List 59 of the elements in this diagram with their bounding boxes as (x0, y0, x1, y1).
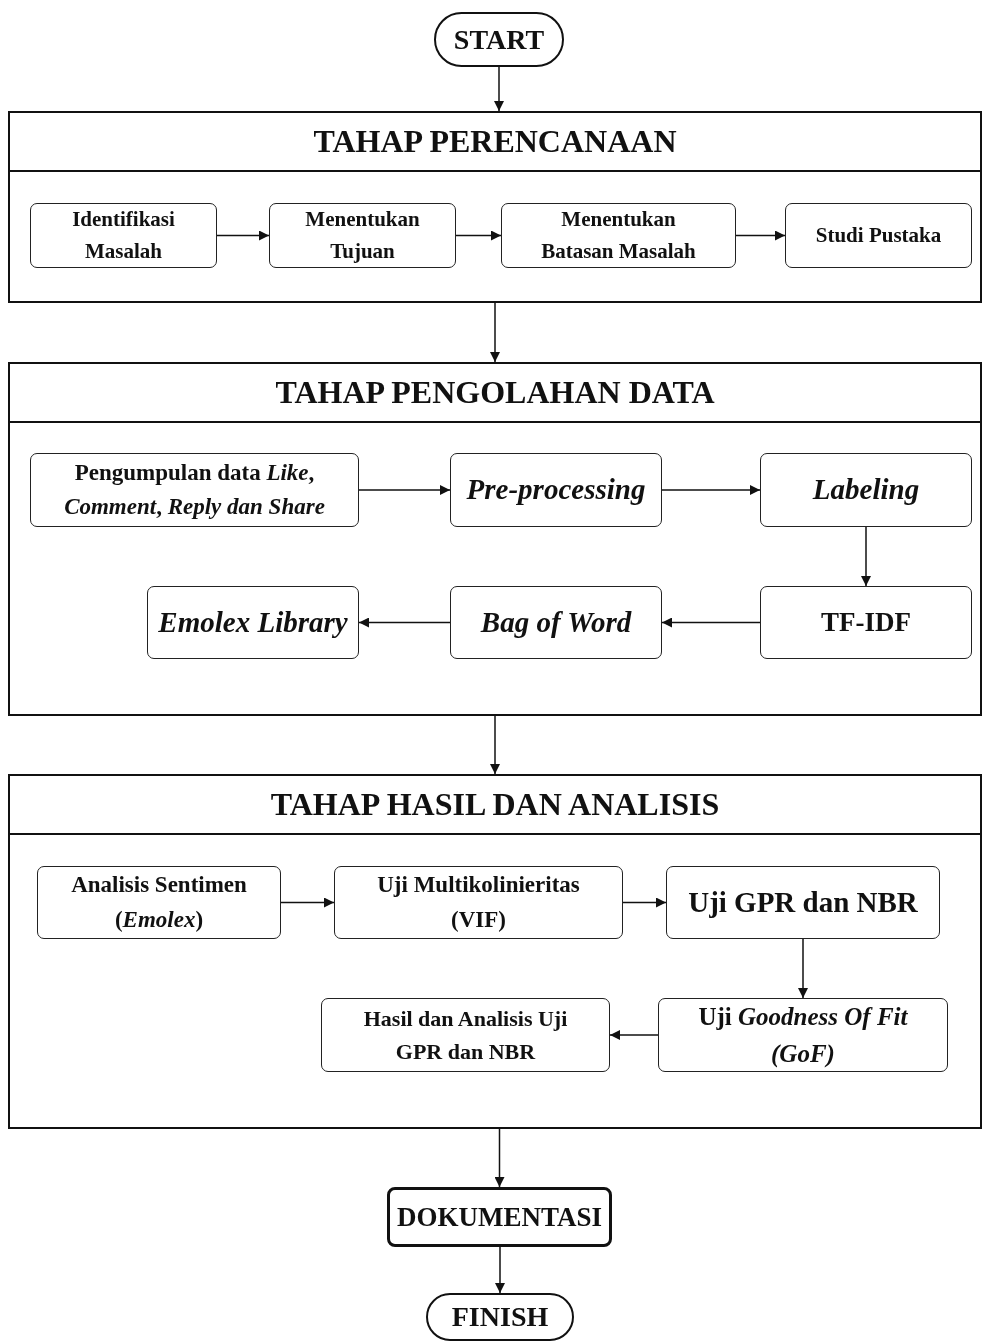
node-label: Menentukan Tujuan (304, 206, 421, 265)
stage-panel (8, 362, 982, 716)
stage-heading: TAHAP HASIL DAN ANALISIS (10, 776, 980, 835)
process-box (147, 586, 359, 659)
process-box (30, 453, 359, 527)
process-box (387, 1187, 612, 1247)
arrow (661, 485, 761, 495)
stage-heading: TAHAP PERENCANAAN (10, 113, 980, 172)
node-label: Emolex Library (158, 604, 348, 640)
node-label: Uji Multikolinieritas (VIF) (376, 871, 581, 934)
arrow (216, 230, 270, 241)
arrow (622, 897, 667, 908)
process-box (666, 866, 940, 939)
node-label: TF-IDF (821, 606, 911, 640)
process-box (501, 203, 736, 268)
node-label: Bag of Word (480, 604, 632, 640)
process-box (785, 203, 972, 268)
process-box (30, 203, 217, 268)
process-box (269, 203, 456, 268)
node-label: Labeling (812, 472, 920, 508)
terminal-pill (434, 12, 564, 67)
node-label: Analisis Sentimen (Emolex) (70, 871, 248, 934)
arrow (661, 617, 761, 628)
arrow (358, 617, 451, 628)
stage-panel (8, 111, 982, 303)
process-box (658, 998, 948, 1072)
process-box (450, 453, 662, 527)
node-label: Hasil dan Analisis Uji GPR dan NBR (362, 1005, 569, 1066)
terminal-pill (426, 1293, 574, 1341)
node-label: FINISH (451, 1300, 549, 1334)
arrow (494, 66, 504, 112)
process-box (37, 866, 281, 939)
arrow (495, 1246, 505, 1294)
process-box (760, 586, 972, 659)
node-label: Menentukan Batasan Masalah (540, 206, 697, 265)
arrow (490, 302, 500, 363)
arrow (861, 526, 871, 587)
node-label: Uji Goodness Of Fit (GoF) (697, 1001, 909, 1070)
stage-heading: TAHAP PENGOLAHAN DATA (10, 364, 980, 423)
arrow (358, 485, 451, 495)
node-label: DOKUMENTASI (397, 1200, 602, 1234)
process-box (334, 866, 623, 939)
arrow (609, 1030, 659, 1040)
stage-panel (8, 774, 982, 1129)
node-label: Studi Pustaka (815, 221, 942, 249)
arrow (798, 938, 808, 999)
process-box (321, 998, 610, 1072)
node-label: Uji GPR dan NBR (688, 884, 918, 920)
arrow (490, 715, 500, 775)
node-label: START (453, 22, 545, 57)
arrow (494, 1128, 505, 1188)
arrow (735, 230, 786, 241)
process-box (450, 586, 662, 659)
arrow (455, 230, 502, 241)
arrow (280, 897, 335, 908)
node-label: Pengumpulan data Like, Comment, Reply dan Share (63, 458, 326, 521)
node-label: Pre-processing (466, 472, 646, 508)
process-box (760, 453, 972, 527)
node-label: Identifikasi Masalah (71, 206, 176, 265)
